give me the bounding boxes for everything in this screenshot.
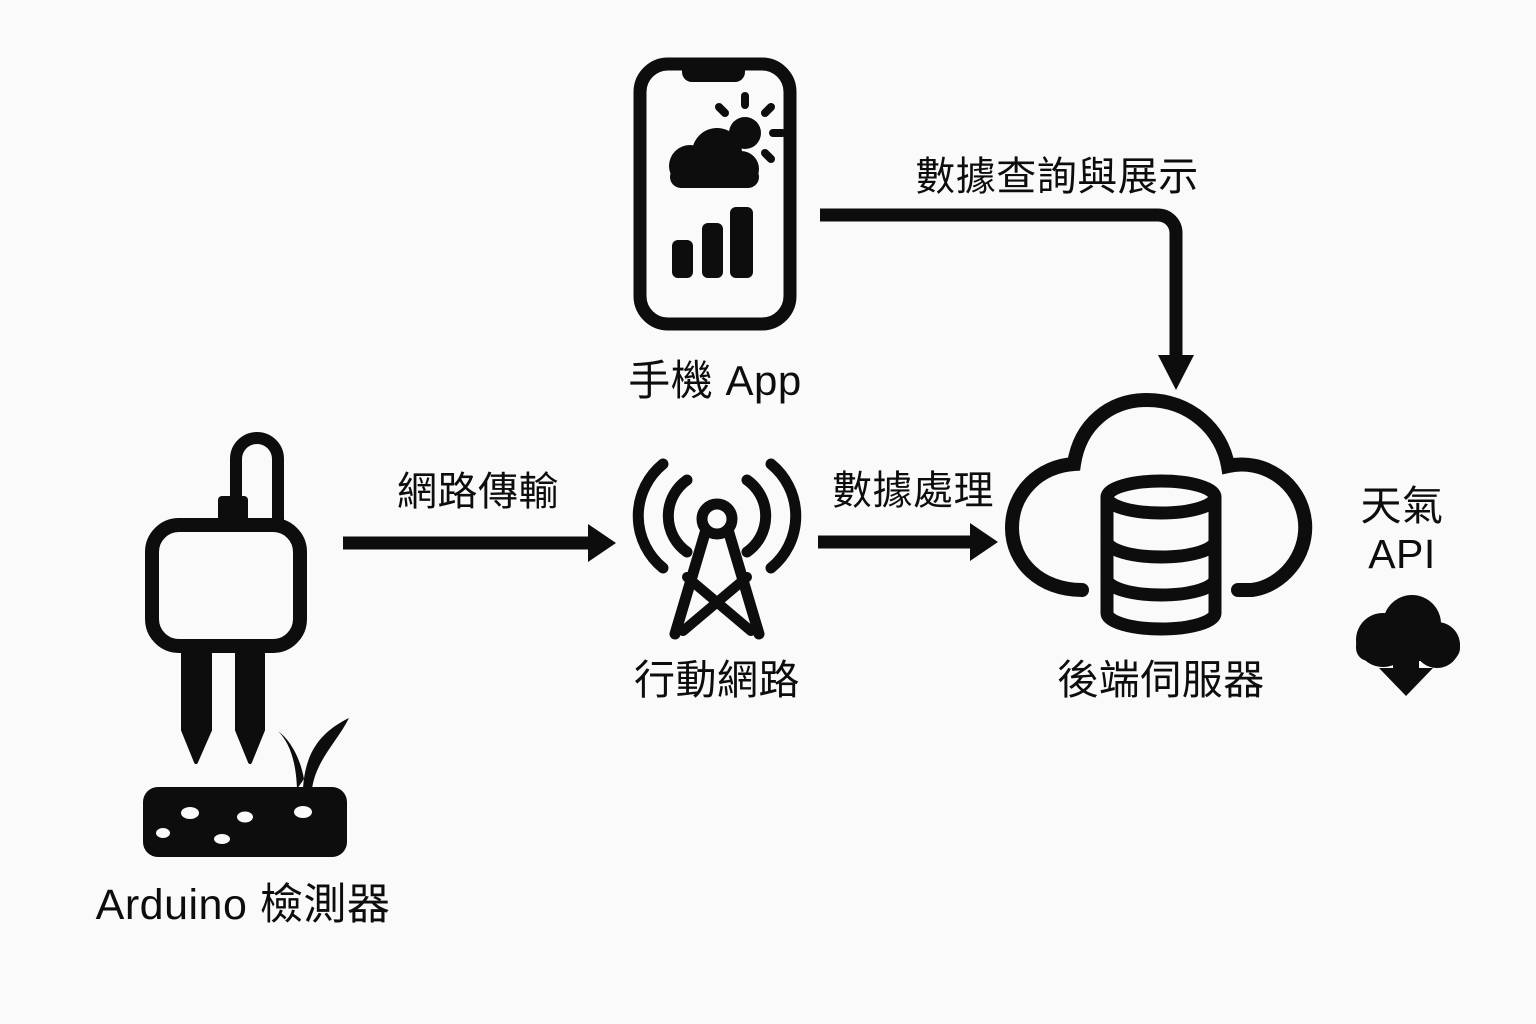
label-weather-api: 天氣 API bbox=[1360, 483, 1444, 578]
smartphone-weather-app-icon bbox=[633, 57, 797, 331]
label-edge-data-processing: 數據處理 bbox=[832, 469, 994, 513]
soil-moisture-sensor-icon bbox=[143, 432, 349, 857]
label-arduino-sensor: Arduino 檢測器 bbox=[95, 881, 391, 929]
arrow-phone-to-server bbox=[820, 208, 1194, 390]
database-icon bbox=[1100, 474, 1222, 636]
label-mobile-network: 行動網路 bbox=[634, 657, 800, 703]
label-edge-query-display: 數據查詢與展示 bbox=[915, 155, 1199, 199]
cell-tower-icon bbox=[632, 458, 802, 640]
label-phone-app: 手機 App bbox=[628, 357, 802, 404]
bar-chart-icon bbox=[672, 207, 753, 278]
cloud-database-icon bbox=[1004, 392, 1313, 636]
arrow-sensor-to-network bbox=[343, 524, 616, 562]
label-edge-network-transfer: 網路傳輸 bbox=[397, 470, 559, 514]
cloud-download-icon bbox=[1356, 595, 1460, 696]
label-backend-server: 後端伺服器 bbox=[1057, 657, 1265, 703]
arrow-network-to-server bbox=[818, 523, 998, 561]
cloud-icon bbox=[669, 128, 759, 188]
